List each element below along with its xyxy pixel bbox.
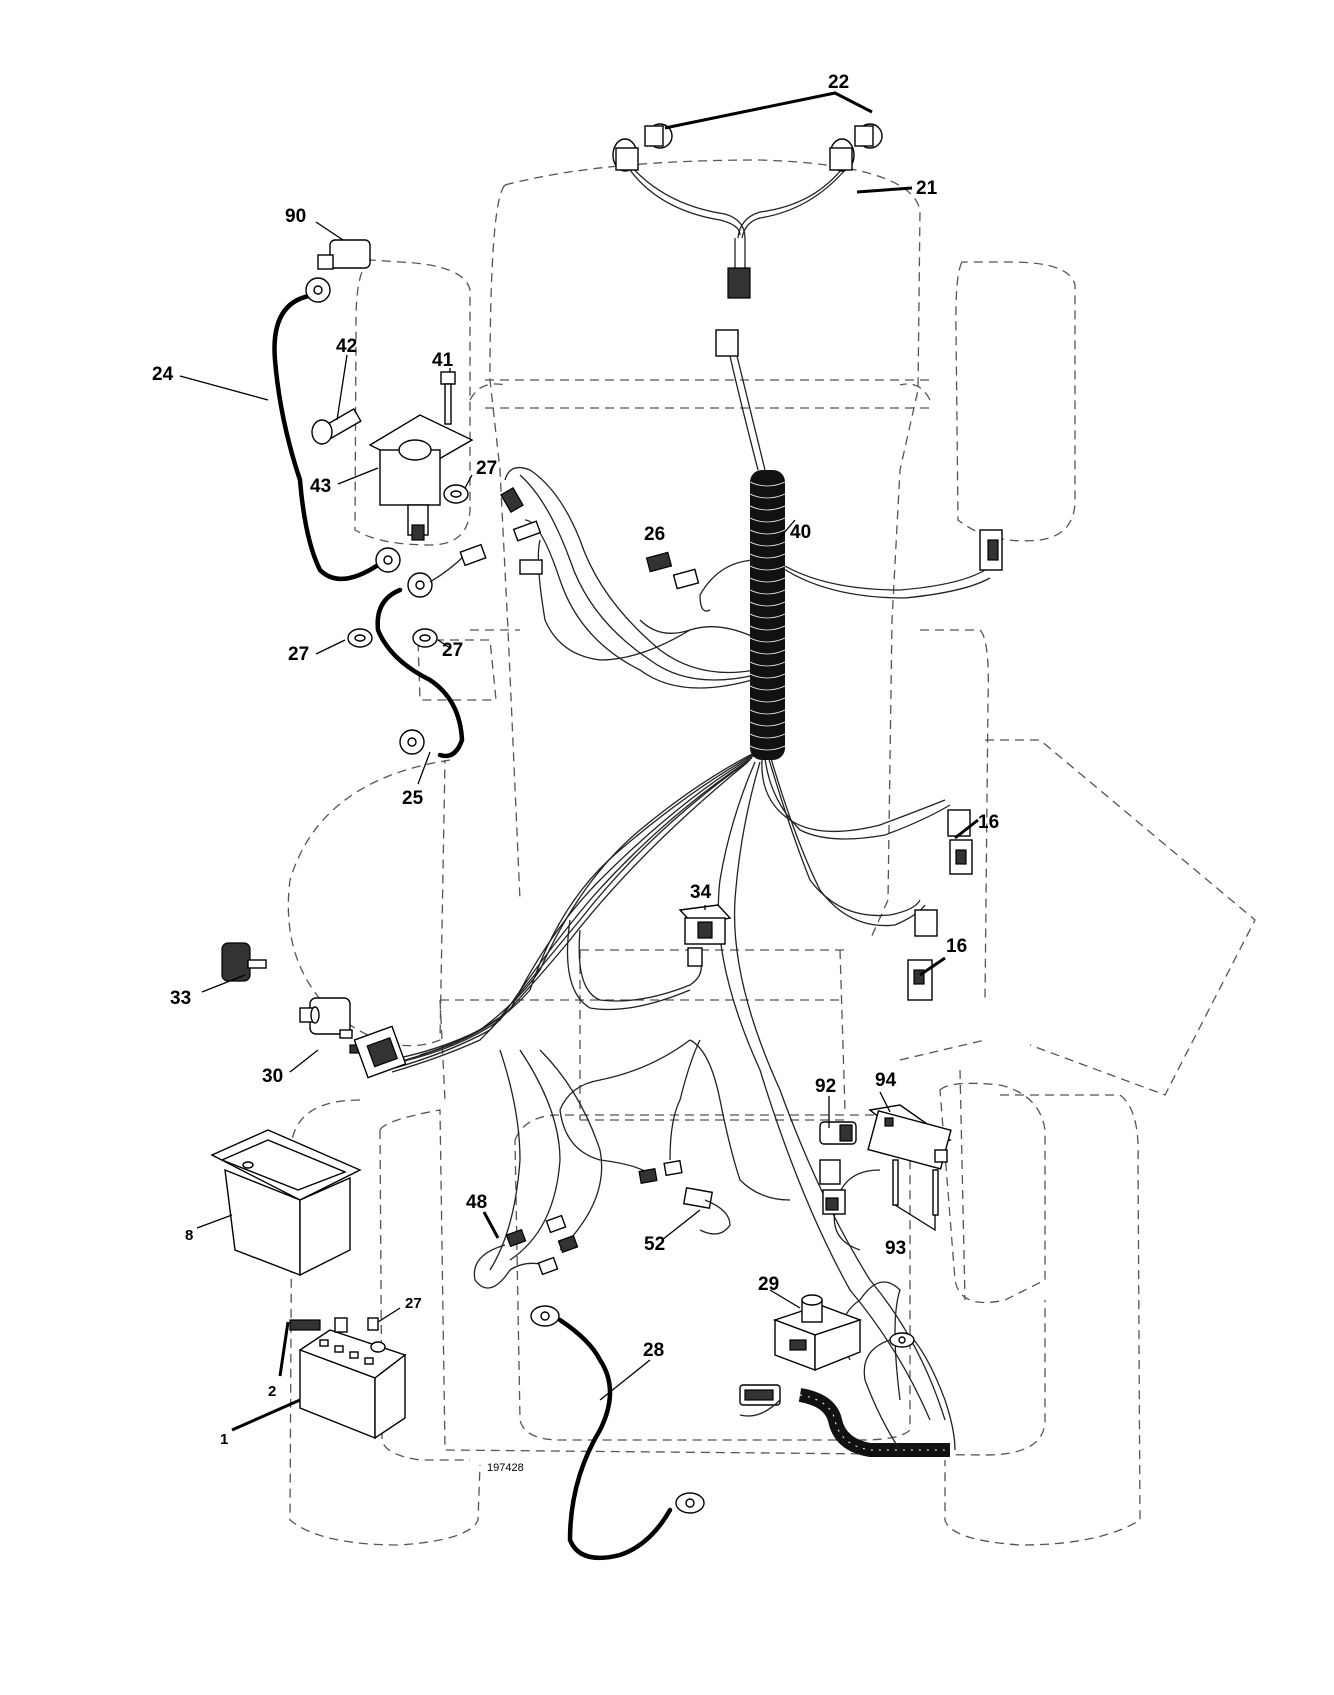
callout-22: 22 <box>828 72 849 93</box>
connector-16-lower <box>907 909 938 1001</box>
side-connector <box>979 529 1003 571</box>
headlight-left <box>612 123 673 172</box>
fuse-holder <box>317 239 371 270</box>
callout-52: 52 <box>644 1234 665 1255</box>
callout-48: 48 <box>466 1192 487 1213</box>
spacer-42 <box>311 407 362 445</box>
callout-41: 41 <box>432 350 454 371</box>
callout-16-lower: 16 <box>946 936 967 957</box>
battery-box <box>210 1129 362 1277</box>
callout-29: 29 <box>758 1274 779 1295</box>
battery-bolt <box>289 1319 321 1331</box>
callout-43: 43 <box>310 476 331 497</box>
fuel-solenoid-assembly <box>272 239 543 759</box>
ignition-key <box>221 942 267 982</box>
connector-16-upper <box>947 809 973 875</box>
ignition-switch <box>299 997 407 1079</box>
callout-30: 30 <box>262 1066 283 1087</box>
callout-28: 28 <box>643 1340 664 1361</box>
headlight-harness <box>612 123 883 357</box>
connector-92 <box>819 1121 857 1215</box>
solenoid-bolt <box>440 371 456 425</box>
nut-27 <box>347 628 373 648</box>
coiled-cord <box>739 1332 956 1457</box>
connector-52 <box>638 1159 731 1235</box>
callout-92: 92 <box>815 1076 836 1097</box>
callout-21: 21 <box>916 178 938 199</box>
callout-93: 93 <box>885 1238 906 1259</box>
nut-27 <box>443 484 469 504</box>
tractor-outline <box>287 159 1256 1546</box>
callout-24: 24 <box>152 364 174 385</box>
harness-connector-front <box>715 329 739 357</box>
callout-16-upper: 16 <box>978 812 999 833</box>
headlight-connector-upper <box>727 267 751 299</box>
callout-1: 1 <box>220 1431 228 1448</box>
callout-27-battery: 27 <box>405 1295 422 1312</box>
callout-40: 40 <box>790 522 811 543</box>
callout-8: 8 <box>185 1227 193 1244</box>
main-harness-wires <box>384 355 996 1421</box>
callout-90: 90 <box>285 206 306 227</box>
headlight-right <box>829 123 883 172</box>
switch-29 <box>772 1294 863 1372</box>
callout-labels: 22 21 90 42 41 24 43 27 26 40 27 27 25 1… <box>152 72 999 1474</box>
callout-2: 2 <box>268 1383 276 1400</box>
callout-27-right: 27 <box>442 640 463 661</box>
callout-33: 33 <box>170 988 191 1009</box>
harness-48 <box>473 1214 579 1289</box>
switch-94 <box>867 1104 952 1170</box>
connector-26 <box>645 551 700 590</box>
switch-34 <box>678 904 732 967</box>
battery <box>289 1317 407 1440</box>
callout-27-left: 27 <box>288 644 309 665</box>
callout-42: 42 <box>336 336 357 357</box>
callout-94: 94 <box>875 1070 897 1091</box>
wire-loom <box>749 470 786 760</box>
drawing-number: 197428 <box>487 1462 524 1474</box>
callout-27-solenoid: 27 <box>476 458 497 479</box>
ground-cable <box>530 1305 705 1561</box>
callout-25: 25 <box>402 788 424 809</box>
nut-27 <box>412 628 438 648</box>
callout-34: 34 <box>690 882 712 903</box>
leader-lines <box>179 91 979 1432</box>
screws-93 <box>892 1159 939 1232</box>
callout-26: 26 <box>644 524 665 545</box>
solenoid <box>368 414 474 541</box>
